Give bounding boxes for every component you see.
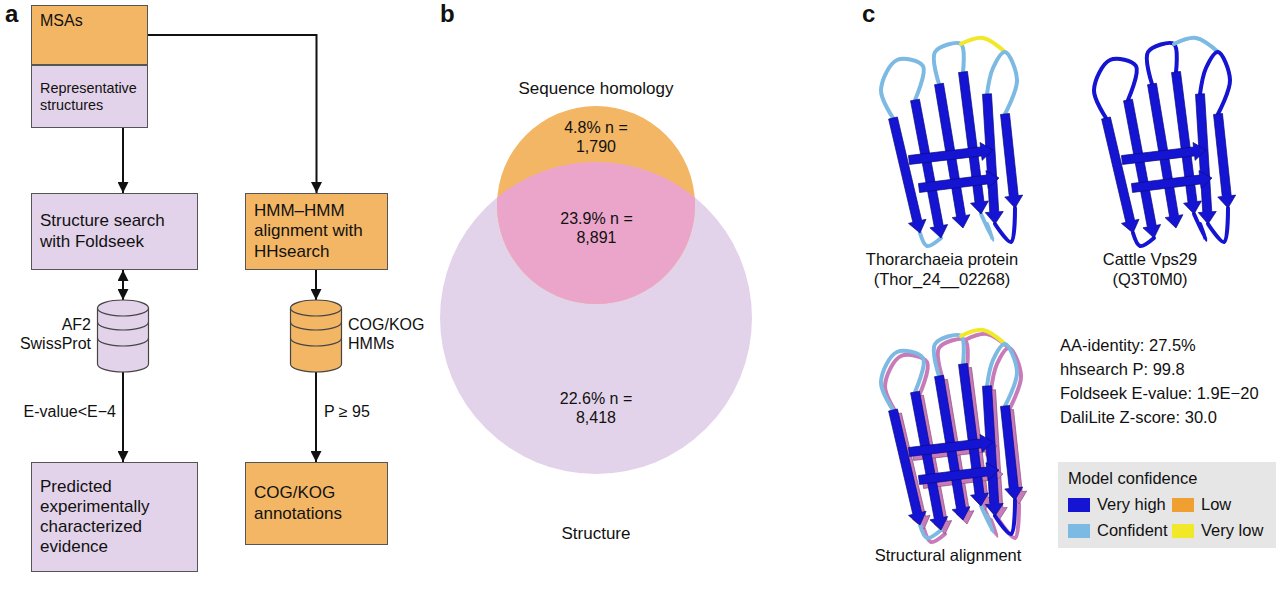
statistic: DaliLite Z-score: 30.0 [1060,408,1275,428]
node-shape [97,300,149,372]
beta-strand [983,94,1004,224]
legend-swatch [1172,498,1194,512]
process-box: COG/KOG annotations [245,462,388,545]
legend-label: Confident [1097,521,1168,539]
node-label: COG/KOG HMMs [348,316,428,354]
legend-title: Model confidence [1068,469,1268,489]
protein-structure [885,334,1027,542]
statistic: AA-identity: 27.5% [1060,336,1275,356]
node-label: Structure search with Foldseek [40,211,189,251]
protein-structure [881,330,1023,538]
venn-overlap: 23.9% n = 8,891 [497,162,696,304]
beta-strand [918,463,999,485]
process-box: MSAs [31,5,148,65]
protein-loop [1174,38,1218,52]
beta-strand [1196,94,1217,224]
beta-strand [1001,406,1023,500]
beta-strand [908,434,993,456]
beta-strand [1214,114,1236,208]
protein-structure [881,38,1023,246]
beta-strand [959,363,989,506]
legend-swatch [1068,498,1090,512]
node-label: MSAs [40,12,139,31]
edge-label: E-value<E−4 [14,402,116,421]
beta-strand [959,71,989,214]
structure-caption: Thorarchaeia protein (Thor_24__02268) [852,250,1032,290]
flow-arrow [315,270,317,300]
process-box: Structure search with Foldseek [31,193,198,270]
flow-arrow [122,128,124,193]
beta-strand [918,171,999,193]
node-label: Predicted experimentally characterized e… [40,477,189,557]
protein-structure [1094,38,1236,246]
node-label: AF2 SwissProt [11,316,91,354]
beta-strand [1121,142,1206,164]
legend-label: Very high [1097,495,1166,513]
process-box: HMM–HMM alignment with HHsearch [245,193,388,270]
node-shape [290,300,342,372]
legend-swatch [1068,524,1090,538]
flow-arrow [122,372,124,462]
legend-label: Very low [1201,521,1263,539]
protein-loop [961,330,1005,344]
beta-strand [908,142,993,164]
legend-swatch [1172,524,1194,538]
venn-label: 23.9% n = 8,891 [552,210,642,248]
flow-arrow [315,372,317,462]
panel-letter: a [5,0,35,29]
legend-item: Confident [1068,521,1168,541]
legend-item: Very high [1068,495,1166,515]
node-label: HMM–HMM alignment with HHsearch [254,201,379,261]
venn-label: 22.6% n = 8,418 [551,390,641,428]
beta-strand [1131,171,1212,193]
process-box: Predicted experimentally characterized e… [31,462,198,572]
statistic: Foldseek E-value: 1.9E−20 [1060,384,1275,404]
process-box: Representative structures [31,65,148,128]
legend-item: Low [1172,495,1231,515]
venn-label: 4.8% n = 1,790 [551,119,641,157]
legend-label: Low [1201,495,1231,513]
protein-loop [961,38,1005,52]
edge-label: P ≥ 95 [324,402,414,421]
panel-letter: c [862,0,892,29]
beta-strand [1001,114,1023,208]
structure-caption: Structural alignment [858,546,1038,566]
flow-arrow [148,35,317,193]
legend-panel [1058,462,1276,548]
legend-item: Very low [1172,521,1263,541]
venn-label: Sequence homology [477,79,715,99]
panel-letter: b [440,0,470,29]
beta-strand [983,386,1004,516]
flow-arrow [122,270,124,300]
database-cylinder: COG/KOG HMMs [290,300,342,372]
venn-label: Structure [496,524,696,544]
statistic: hhsearch P: 99.8 [1060,360,1275,380]
node-label: COG/KOG annotations [254,483,379,523]
database-cylinder: AF2 SwissProt [97,300,149,372]
node-label: Representative structures [40,80,139,114]
structure-caption: Cattle Vps29 (Q3T0M0) [1080,250,1220,290]
beta-strand [1172,71,1202,214]
